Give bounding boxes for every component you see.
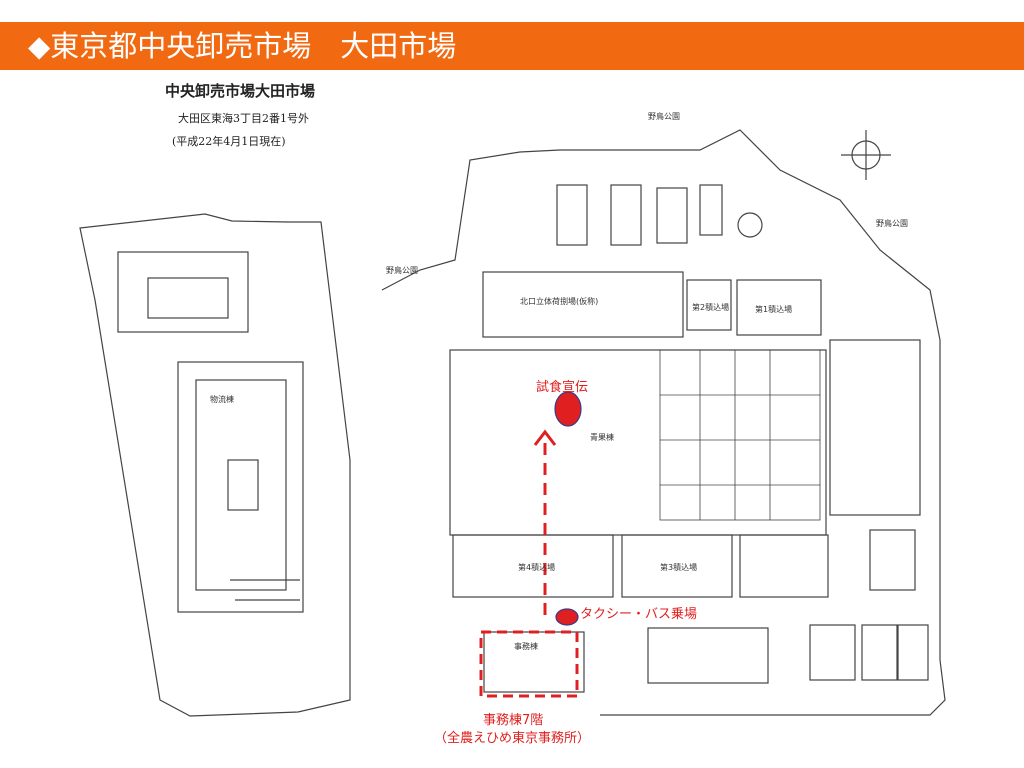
label-second-loading: 第2積込場 [692, 303, 730, 312]
route-annotation [479, 429, 579, 698]
label-third-loading: 第3積込場 [660, 563, 698, 572]
left-north-facility [117, 251, 249, 333]
office-org-label: （全農えひめ東京事務所） [434, 731, 591, 746]
left-site-outline [79, 213, 351, 717]
taxi-bus-label: タクシー・バス乗場 [580, 607, 698, 622]
office-highlight [479, 630, 579, 698]
distribution-building-outline [177, 361, 304, 613]
north-parking [482, 271, 684, 338]
office-floor-label: 事務棟7階 [483, 713, 544, 728]
label-north-parking: 北口立体荷捌場(仮称) [520, 297, 599, 306]
tasting-promo-marker [554, 391, 582, 427]
title-bar: ◆東京都中央卸売市場 大田市場 [0, 22, 1024, 70]
label-produce-building: 青果棟 [590, 433, 614, 442]
label-office-building: 事務棟 [514, 642, 538, 651]
label-park-left: 野鳥公園 [386, 266, 418, 275]
label-distribution-building: 物流棟 [210, 395, 234, 404]
tasting-promo-label: 試食宣伝 [536, 380, 589, 395]
map-header-name: 中央卸売市場大田市場 [165, 82, 316, 100]
label-fourth-loading: 第4積込場 [518, 563, 556, 572]
page-title: ◆東京都中央卸売市場 大田市場 [28, 29, 457, 63]
main-site-outline [381, 129, 946, 716]
taxi-bus-marker [555, 608, 579, 626]
map-header-address: 大田区東海3丁目2番1号外 [178, 112, 309, 125]
route-arrowhead [533, 429, 557, 446]
label-park-right: 野鳥公園 [876, 219, 908, 228]
map-header-date: (平成22年4月1日現在) [172, 135, 286, 148]
label-park-top: 野鳥公園 [648, 112, 680, 121]
label-first-loading: 第1積込場 [755, 305, 793, 314]
